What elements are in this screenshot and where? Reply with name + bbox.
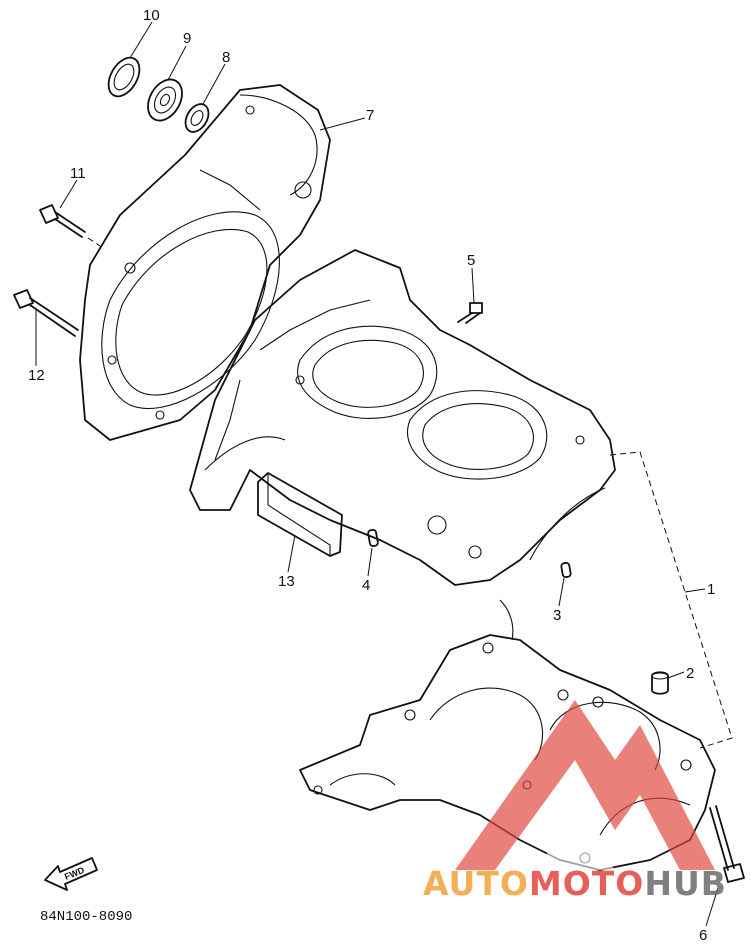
label-5: 5 [467, 252, 475, 269]
label-6: 6 [699, 927, 707, 944]
part-9-bearing [147, 78, 183, 122]
part-7-crankcase-cover [79, 84, 331, 441]
part-1-bracket [609, 451, 733, 749]
label-10: 10 [143, 7, 160, 24]
label-3: 3 [553, 607, 561, 624]
watermark-logo-inner [535, 815, 615, 870]
part-13-plate [257, 472, 343, 557]
label-13: 13 [278, 573, 295, 590]
label-7: 7 [366, 107, 374, 124]
label-12: 12 [28, 367, 45, 384]
part-5-bolt [457, 302, 483, 324]
part-10-oil-seal [107, 56, 141, 98]
watermark-text-auto: AUTO [423, 864, 529, 903]
part-2-knock-pin [651, 671, 669, 695]
forward-direction-arrow: FWD [44, 857, 98, 891]
label-2: 2 [686, 665, 694, 682]
watermark-text: AUTOMOTOHUB [423, 864, 727, 903]
drawing-code: 84N100-8090 [40, 909, 132, 925]
part-8-bearing [184, 103, 210, 133]
label-1: 1 [707, 581, 715, 598]
watermark-text-hub: HUB [644, 864, 727, 903]
part-11-bolt [39, 204, 101, 247]
part-4-dowel-pin [367, 529, 379, 547]
watermark-text-moto: MOTO [529, 864, 644, 903]
part-labels: 10 9 8 7 11 12 5 13 4 3 1 2 6 [28, 7, 715, 944]
part-12-bolt [13, 289, 79, 337]
label-8: 8 [222, 49, 230, 66]
label-4: 4 [362, 577, 370, 594]
part-3-dowel-pin [560, 561, 572, 579]
automotohub-watermark: AUTOMOTOHUB [423, 700, 727, 903]
watermark-logo-shape [455, 700, 715, 870]
label-9: 9 [183, 30, 191, 47]
label-11: 11 [70, 165, 86, 182]
lower-crankcase [299, 599, 716, 871]
upper-crankcase [189, 249, 616, 586]
part-6-bolt [709, 805, 745, 883]
leader-lines [35, 21, 719, 927]
